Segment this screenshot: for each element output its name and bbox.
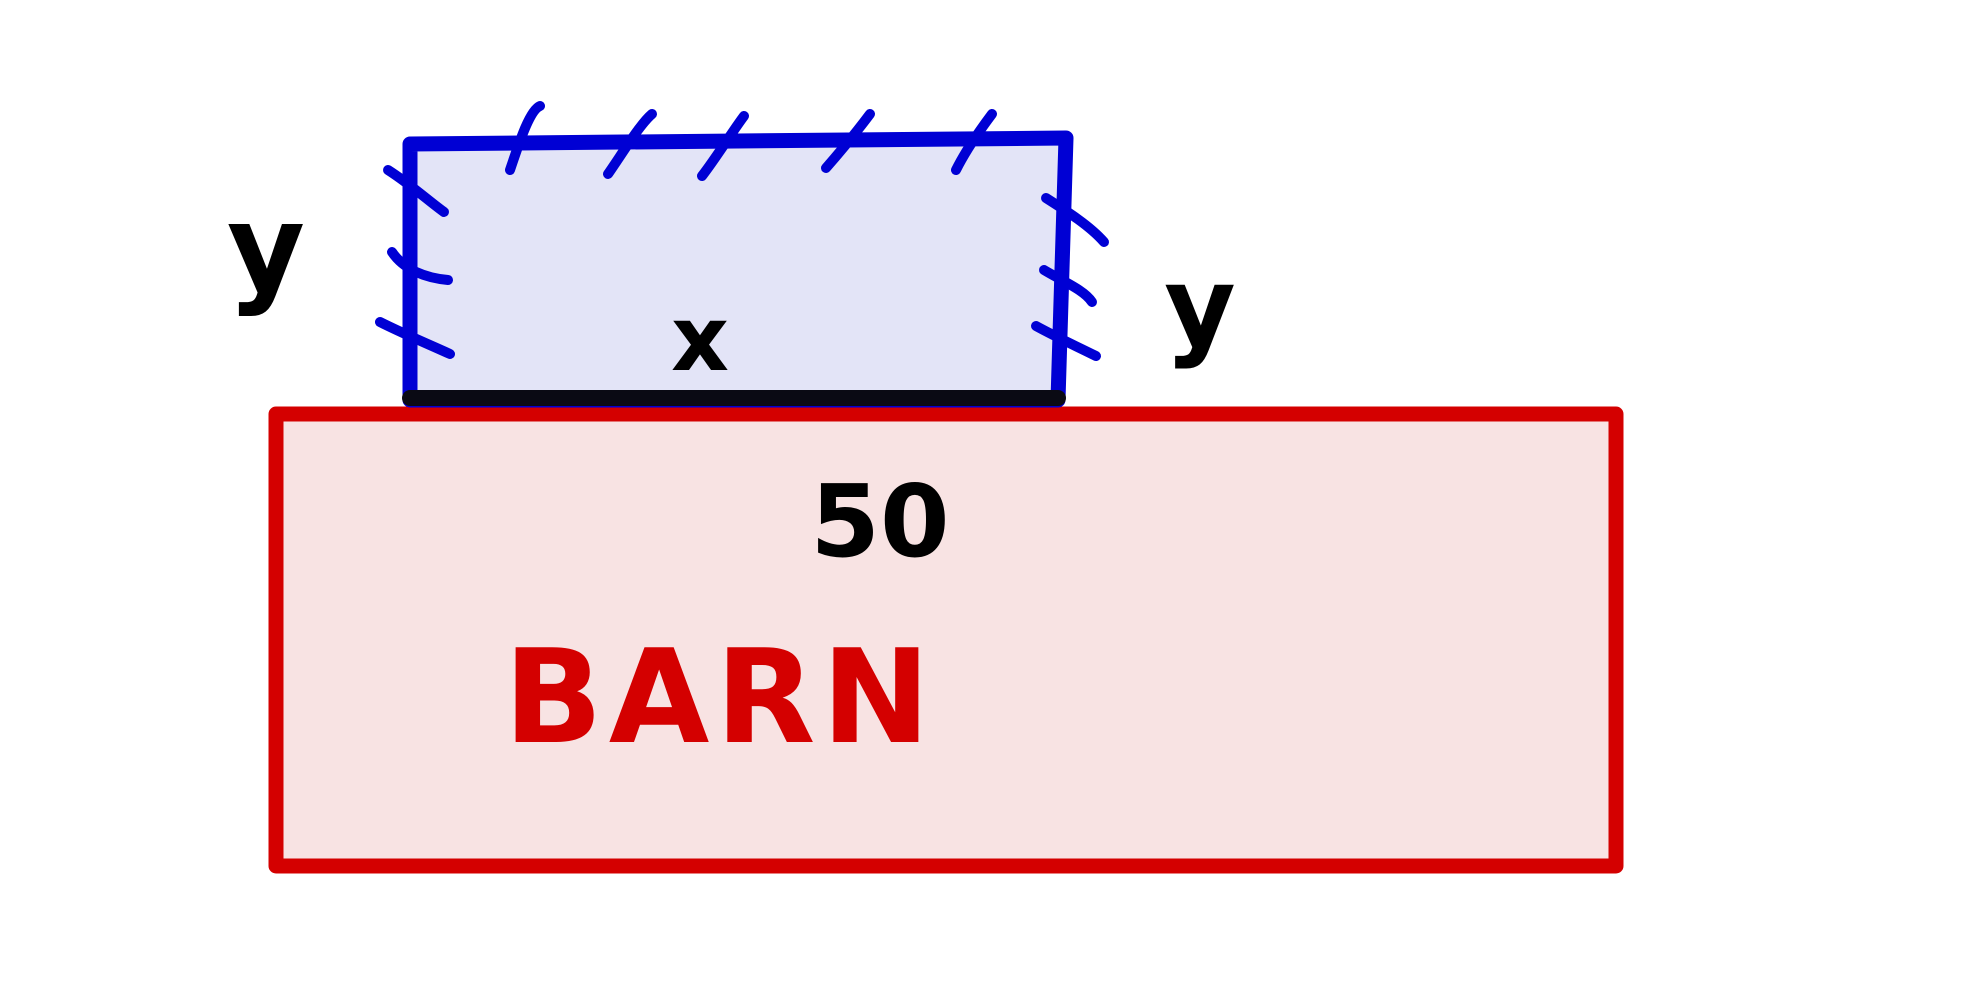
fence-tick <box>603 109 657 179</box>
barn-side-length-label: 50 <box>810 463 949 580</box>
pen-right-side-label: y <box>1164 243 1236 371</box>
pen-width-label: x <box>671 287 729 392</box>
fence-tick <box>821 109 875 173</box>
fence-tick <box>383 165 449 217</box>
fence-tick <box>387 247 453 285</box>
fence-ticks-left <box>375 165 455 359</box>
pen-rectangle <box>402 130 1074 408</box>
fence-tick <box>375 317 455 359</box>
fence-tick <box>951 109 997 175</box>
fence-ticks-right <box>1031 193 1109 361</box>
fence-ticks-top <box>505 101 997 181</box>
fence-tick <box>505 101 545 175</box>
pen-left-side-label: y <box>227 180 305 319</box>
fence-tick <box>1031 321 1101 361</box>
fence-tick <box>1041 193 1109 247</box>
barn-rectangle <box>268 406 1624 874</box>
barn-label: BARN <box>504 621 937 773</box>
fence-tick <box>1039 265 1097 307</box>
fence-tick <box>697 111 749 181</box>
